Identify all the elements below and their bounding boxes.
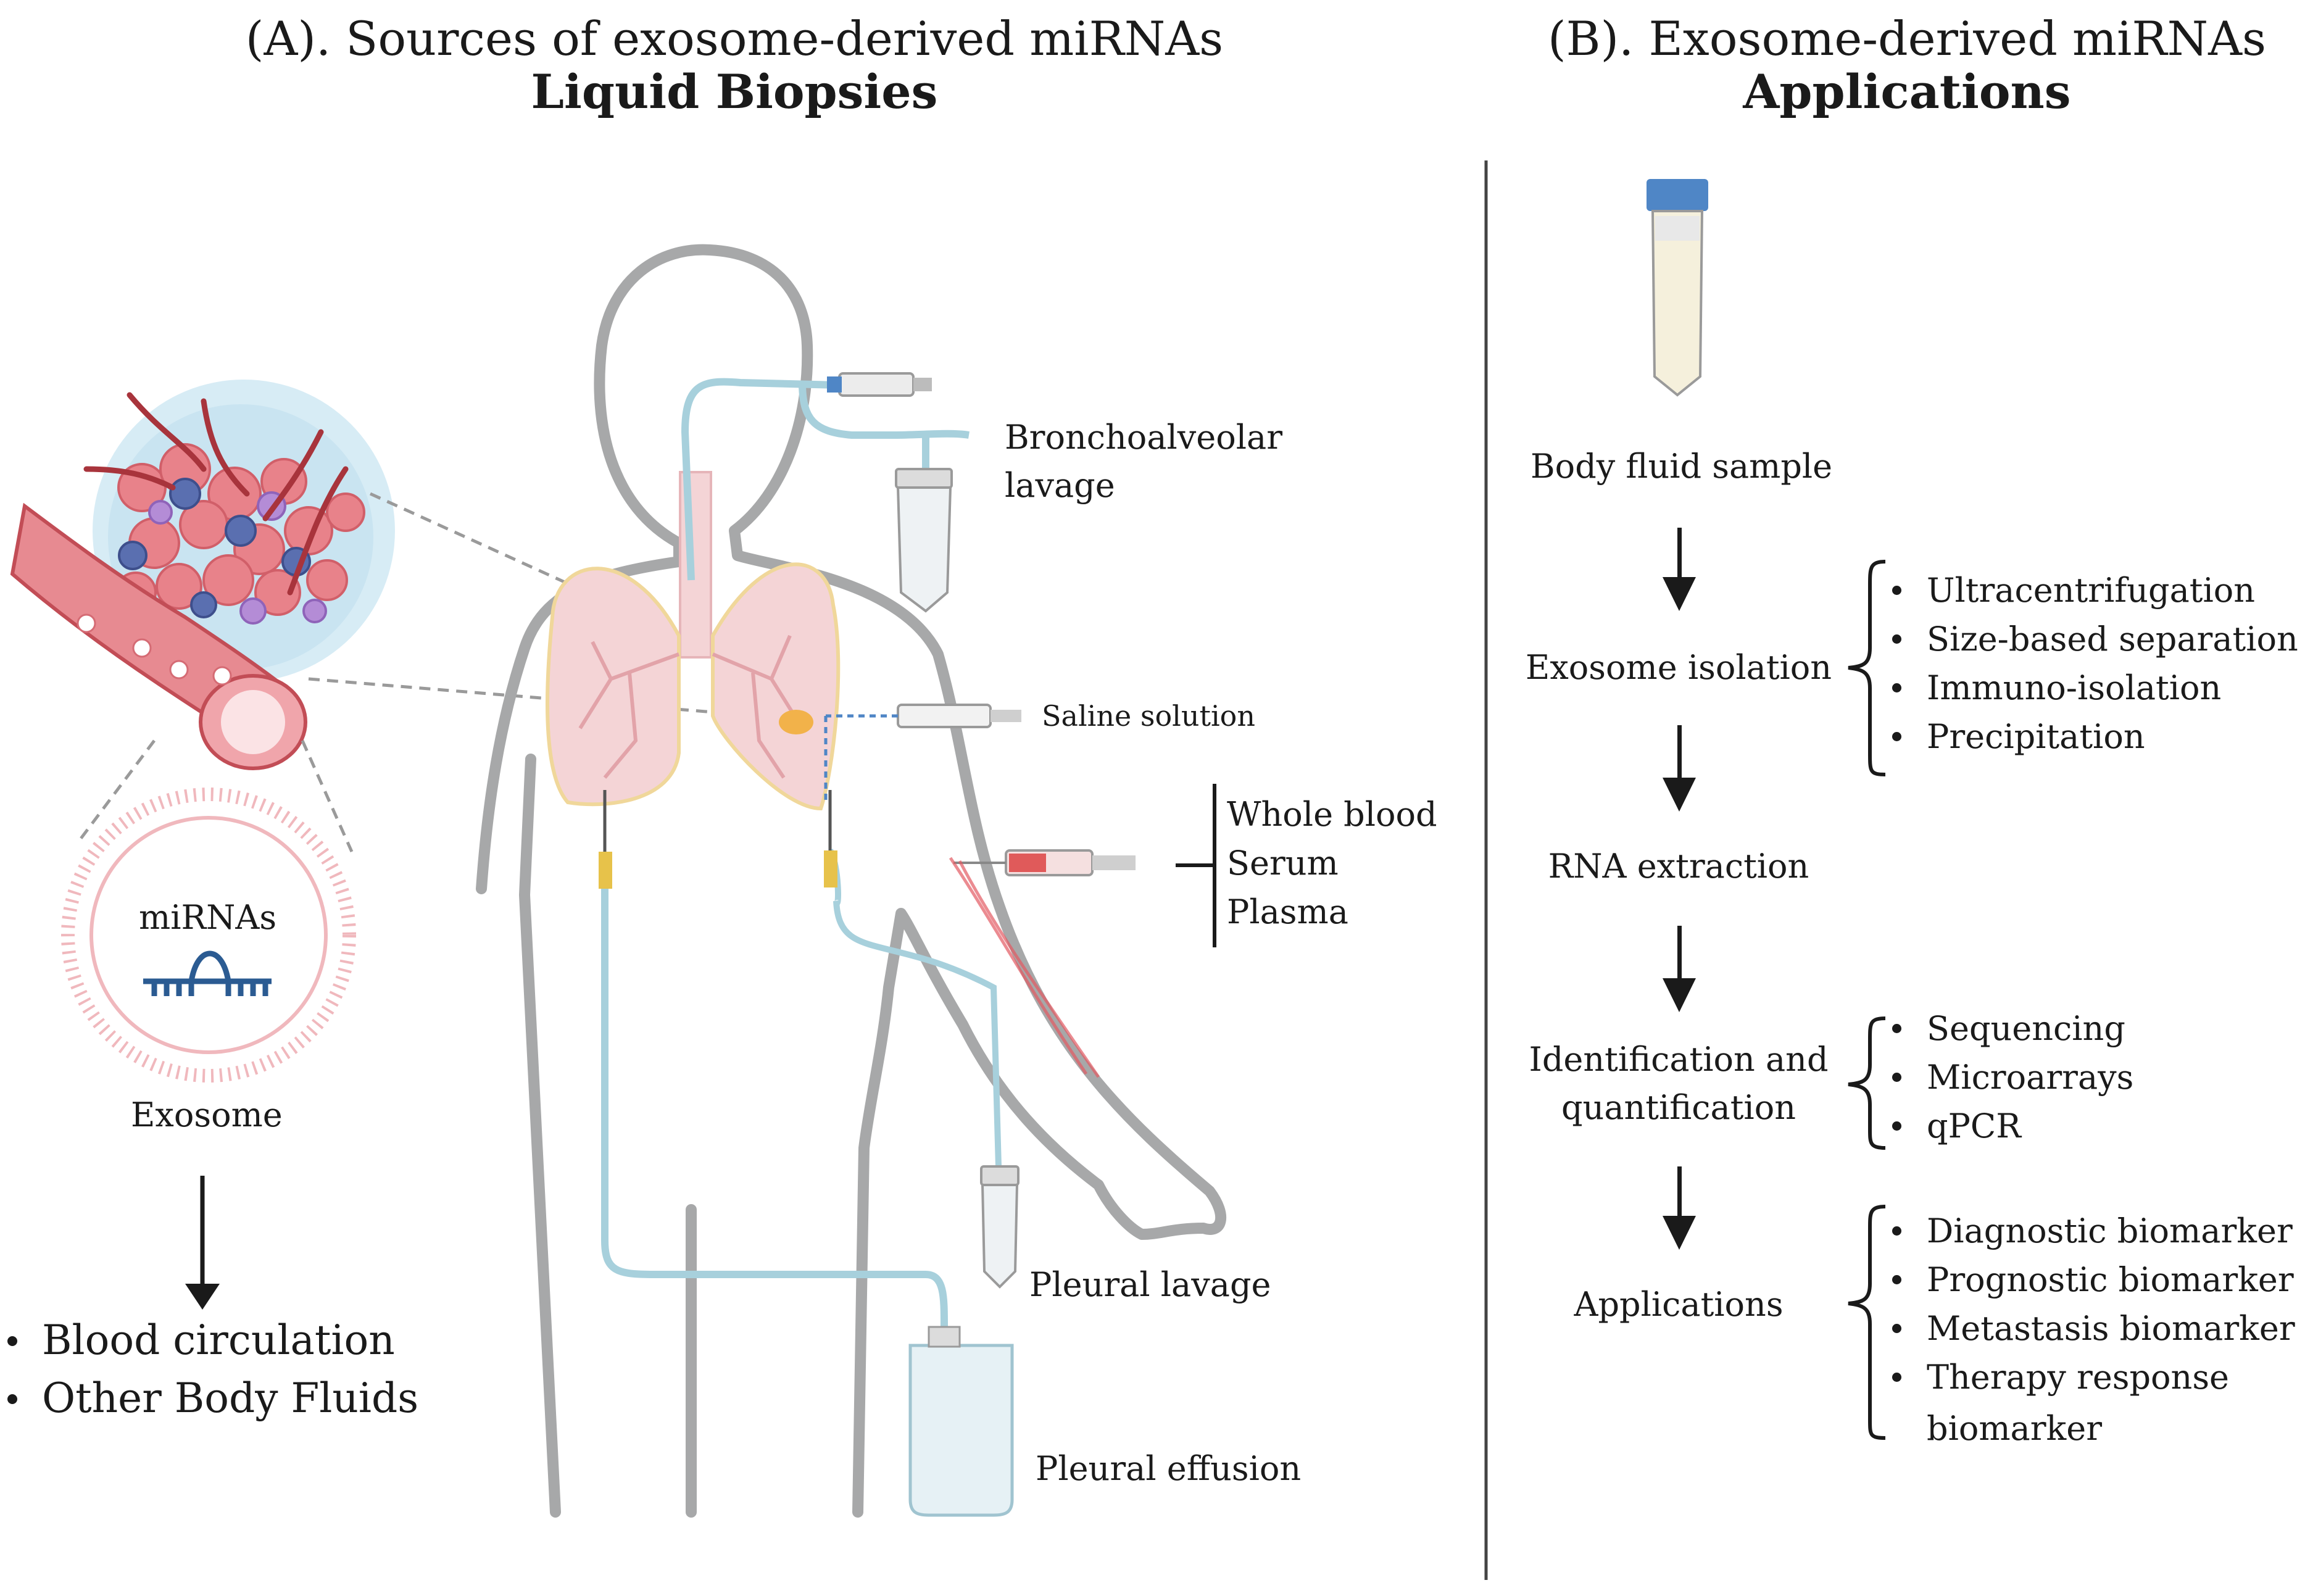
- step-identification-line2: quantification: [1561, 1088, 1796, 1127]
- application-diagnostic: Diagnostic biomarker: [1890, 1207, 2295, 1255]
- panel-a-title-line2: Liquid Biopsies: [531, 64, 938, 119]
- exosome-vesicle: [61, 788, 356, 1083]
- step-identification-line1: Identification and: [1529, 1040, 1829, 1079]
- blood-bracket: [1176, 784, 1216, 947]
- application-metastasis: Metastasis biomarker: [1890, 1304, 2295, 1353]
- lungs: [546, 471, 841, 811]
- exosome-destinations: Blood circulation Other Body Fluids: [5, 1311, 418, 1428]
- flow-arrows: [1663, 528, 1696, 1250]
- vesicle-mirna-label: miRNAs: [139, 898, 277, 937]
- panel-a-title-line1: (A). Sources of exosome-derived miRNAs: [245, 11, 1224, 66]
- application-prognostic: Prognostic biomarker: [1890, 1255, 2295, 1304]
- lavage-collection-tube: [895, 468, 953, 613]
- isolation-methods: Ultracentrifugation Size-based separatio…: [1890, 566, 2298, 761]
- blood-types-label: Whole blood Serum Plasma: [1227, 790, 1437, 936]
- panel-b-title: (B). Exosome-derived miRNAs Applications: [1524, 12, 2290, 118]
- step-rna-extraction: RNA extraction: [1548, 847, 1809, 886]
- sample-tube-icon: [1647, 179, 1708, 397]
- application-therapy-response-line1: Therapy response: [1927, 1358, 2230, 1397]
- pleural-lavage-tube: [980, 1165, 1020, 1289]
- step-exosome-isolation: Exosome isolation: [1525, 648, 1832, 687]
- bronchoalveolar-label: Bronchoalveolar lavage: [1005, 414, 1282, 510]
- blood-type-plasma: Plasma: [1227, 892, 1348, 931]
- bronchoalveolar-label-line1: Bronchoalveolar: [1005, 418, 1283, 457]
- step-identification-quantification: Identification and quantification: [1506, 1036, 1851, 1132]
- application-therapy-response-line2: biomarker: [1927, 1409, 2103, 1448]
- application-therapy-response: Therapy response: [1890, 1353, 2295, 1402]
- saline-label: Saline solution: [1042, 699, 1255, 733]
- method-ultracentrifugation: Ultracentrifugation: [1890, 566, 2298, 615]
- method-precipitation: Precipitation: [1890, 712, 2298, 761]
- pleural-effusion-label: Pleural effusion: [1036, 1449, 1302, 1488]
- chest-drains: [599, 790, 837, 889]
- tumor-illustration: [10, 380, 395, 770]
- exosome-arrow: [185, 1176, 220, 1310]
- pleural-lavage-label: Pleural lavage: [1029, 1265, 1271, 1304]
- syringe-saline: [824, 704, 1021, 802]
- body-outline: [476, 244, 1226, 1518]
- method-immuno-isolation: Immuno-isolation: [1890, 663, 2298, 712]
- destination-blood: Blood circulation: [5, 1311, 418, 1369]
- syringe-blood: [949, 849, 1136, 1078]
- identification-methods: Sequencing Microarrays qPCR: [1890, 1004, 2133, 1150]
- destination-body-fluids: Other Body Fluids: [5, 1369, 418, 1428]
- method-sequencing: Sequencing: [1890, 1004, 2133, 1053]
- drainage-bag: [908, 1326, 1014, 1517]
- panel-b-title-line2: Applications: [1743, 64, 2071, 119]
- method-size-based-separation: Size-based separation: [1890, 615, 2298, 663]
- panel-b-title-line1: (B). Exosome-derived miRNAs: [1547, 11, 2266, 66]
- application-list: Diagnostic biomarker Prognostic biomarke…: [1890, 1207, 2295, 1402]
- exosome-label: Exosome: [131, 1095, 283, 1134]
- blood-type-whole: Whole blood: [1227, 795, 1437, 834]
- syringe-upper: [827, 372, 932, 397]
- blood-type-serum: Serum: [1227, 844, 1339, 883]
- method-microarrays: Microarrays: [1890, 1053, 2133, 1102]
- step-applications: Applications: [1574, 1285, 1784, 1324]
- bronchoalveolar-label-line2: lavage: [1005, 466, 1115, 505]
- method-qpcr: qPCR: [1890, 1102, 2133, 1150]
- step-body-fluid-sample: Body fluid sample: [1530, 447, 1833, 486]
- curly-braces: [1848, 560, 1886, 1440]
- panel-a-title: (A). Sources of exosome-derived miRNAs L…: [185, 12, 1284, 118]
